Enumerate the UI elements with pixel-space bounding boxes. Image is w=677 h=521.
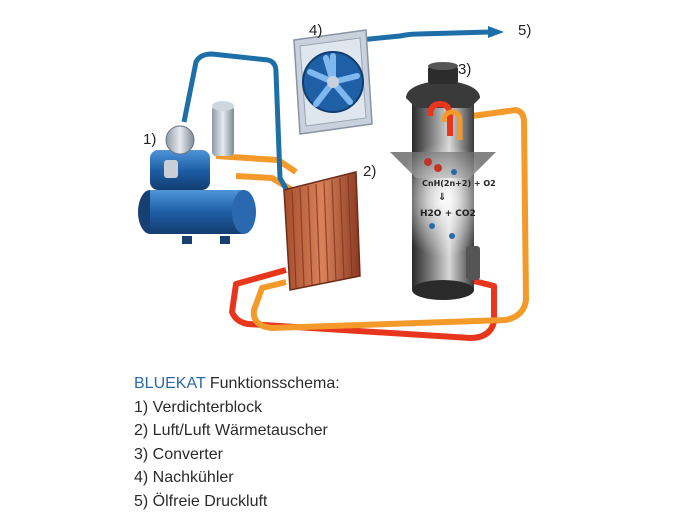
heat-exchanger	[283, 171, 361, 291]
callout-converter: 3)	[458, 61, 472, 78]
callout-aftercooler: 4)	[309, 22, 323, 39]
compressor-block	[138, 101, 256, 244]
callout-compressor: 1)	[143, 131, 157, 148]
converter-unit: CnH(2n+2) + O2 ⇓ H2O + CO2	[390, 62, 496, 300]
legend: BLUEKAT Funktionsschema: 1) Verdichterbl…	[134, 372, 340, 513]
orange-pipe-right	[250, 107, 529, 331]
formula-arrow: ⇓	[438, 192, 446, 203]
blue-pipe-outlet	[359, 29, 491, 43]
legend-title: BLUEKAT Funktionsschema:	[134, 372, 340, 396]
legend-item: 2) Luft/Luft Wärmetauscher	[134, 422, 328, 439]
bluekat-system-diagram: CnH(2n+2) + O2 ⇓ H2O + CO2	[138, 26, 529, 341]
formula-reactants: CnH(2n+2) + O2	[422, 179, 496, 188]
callout-compressed-air: 5)	[518, 22, 532, 39]
legend-item: 3) Converter	[134, 445, 223, 463]
legend-item: 4) Nachkühler	[134, 469, 234, 486]
red-pipe	[229, 267, 497, 341]
aftercooler-unit	[293, 29, 373, 135]
legend-title-text: Funktionsschema:	[205, 375, 340, 392]
formula-products: H2O + CO2	[420, 209, 476, 219]
legend-item: 5) Ölfreie Druckluft	[134, 492, 268, 510]
outlet-arrow-icon	[488, 26, 504, 38]
legend-item: 1) Verdichterblock	[134, 398, 263, 416]
callout-heat-exchanger: 2)	[363, 163, 377, 180]
brand-name: BLUEKAT	[134, 375, 206, 392]
blue-pipe-top	[181, 51, 293, 198]
